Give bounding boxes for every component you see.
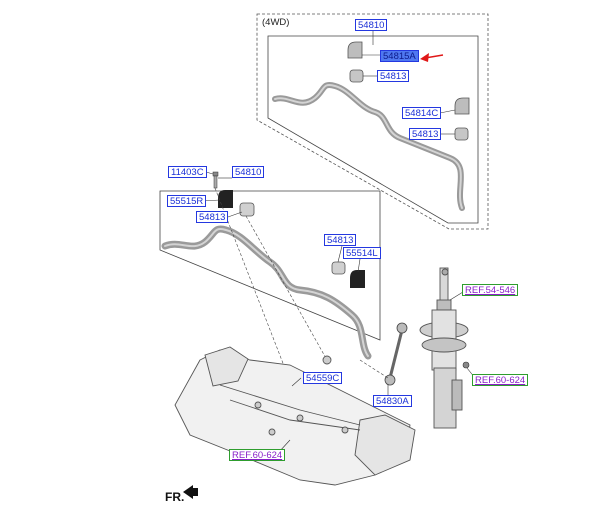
- part-54810-top[interactable]: 54810: [355, 19, 388, 31]
- inset-bushing-right-icon: [454, 127, 469, 141]
- front-direction-label: FR.: [165, 490, 185, 504]
- inset-bushing-icon: [349, 69, 364, 83]
- bushing-main-right-icon: [331, 261, 346, 275]
- red-pointer-arrow: [420, 53, 444, 62]
- inset-4wd-frame: [256, 13, 489, 230]
- part-54559C[interactable]: 54559C: [303, 372, 343, 384]
- bushing-main-left-icon: [239, 202, 255, 217]
- part-54830A[interactable]: 54830A: [373, 395, 412, 407]
- part-54815A[interactable]: 54815A: [380, 50, 419, 62]
- part-54810-main[interactable]: 54810: [232, 166, 265, 178]
- part-54813-main1[interactable]: 54813: [196, 211, 229, 223]
- inset-inner-frame: [267, 35, 479, 224]
- bolt-icon: [212, 171, 219, 189]
- part-55514L[interactable]: 55514L: [343, 247, 381, 259]
- strut-assembly: [419, 267, 469, 429]
- inset-bracket-right-icon: [454, 97, 470, 115]
- ref-60-624-left-link[interactable]: REF.60-624: [229, 449, 286, 461]
- inset-bracket-icon: [347, 41, 363, 59]
- main-parts-frame: [159, 190, 381, 341]
- clamp-right-icon: [218, 190, 233, 208]
- stabilizer-link: [359, 322, 408, 386]
- clamp-left-icon: [350, 270, 365, 288]
- part-54813-top2[interactable]: 54813: [409, 128, 442, 140]
- strut-nut-icon: [462, 361, 470, 369]
- subframe: [174, 346, 416, 486]
- front-direction-arrow: [183, 485, 198, 499]
- part-54813-top1[interactable]: 54813: [377, 70, 410, 82]
- part-54813-main2[interactable]: 54813: [324, 234, 357, 246]
- part-11403C[interactable]: 11403C: [168, 166, 207, 178]
- ref-54-546-link[interactable]: REF.54-546: [462, 284, 519, 296]
- part-54814C[interactable]: 54814C: [402, 107, 442, 119]
- main-stabilizer-bar: [161, 225, 372, 360]
- ref-60-624-right-link[interactable]: REF.60-624: [472, 374, 529, 386]
- part-55515R[interactable]: 55515R: [167, 195, 207, 207]
- inset-title: (4WD): [262, 17, 290, 28]
